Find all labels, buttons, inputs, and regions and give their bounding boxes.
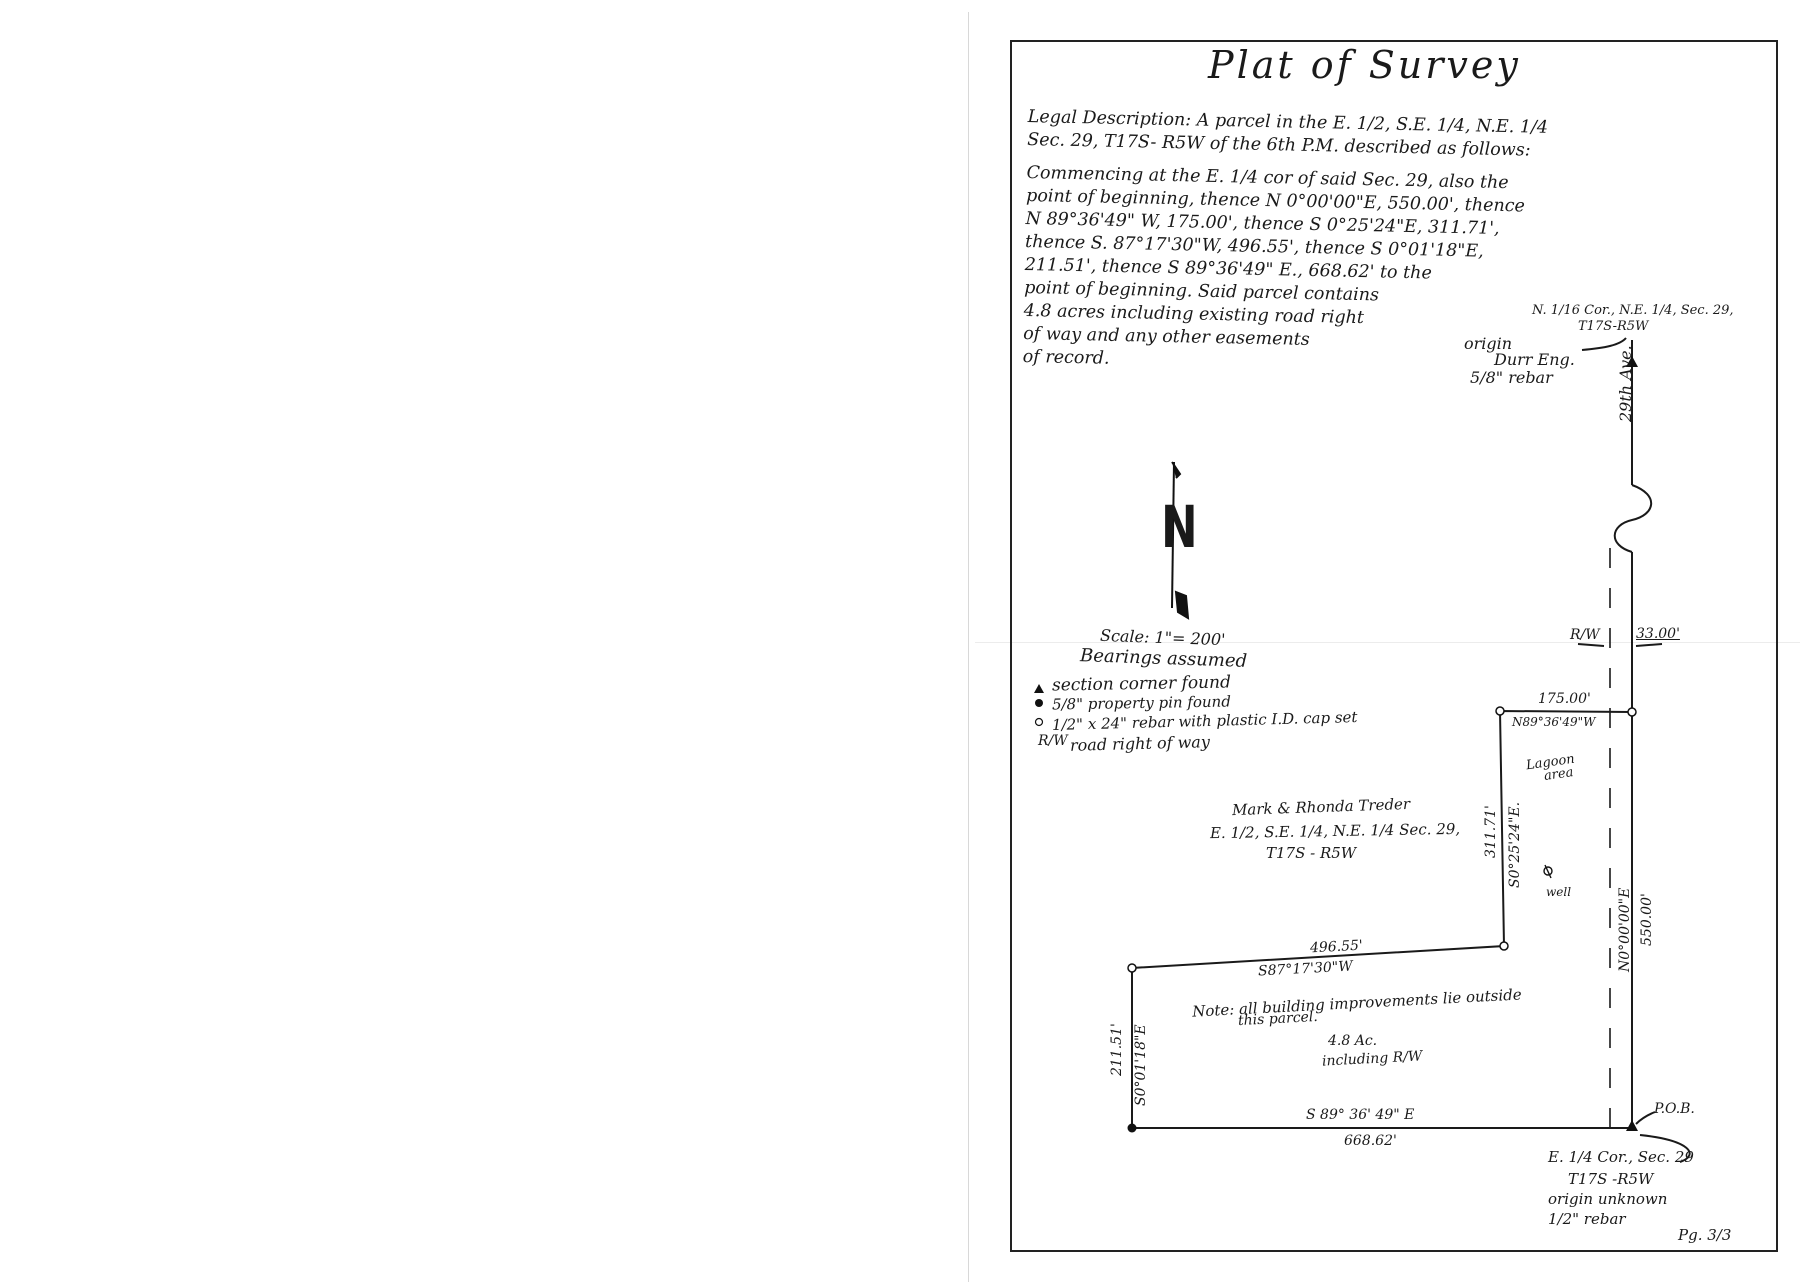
- jog-corner-pin: [1499, 941, 1509, 951]
- plat-border: [1010, 40, 1778, 1252]
- west-course-distance: 211.51': [1109, 1023, 1125, 1076]
- ne-corner-township: T17S-R5W: [1578, 319, 1649, 334]
- jog-course-distance: 311.71': [1483, 805, 1499, 858]
- fold-line: [975, 642, 1800, 643]
- legend-triangle-icon: [1034, 684, 1044, 693]
- road-name: 29th Ave.: [1616, 345, 1635, 422]
- origin-leader: [1581, 337, 1627, 351]
- owner-parcel: E. 1/2, S.E. 1/4, N.E. 1/4 Sec. 29,: [1209, 819, 1461, 843]
- area-acres: 4.8 Ac.: [1328, 1033, 1378, 1049]
- north-arrow: [1171, 461, 1190, 620]
- page-edge: [968, 12, 969, 1282]
- well-label: well: [1546, 885, 1572, 899]
- legend-section-corner: section corner found: [1051, 672, 1232, 696]
- ne-corner-pin: [1627, 707, 1637, 717]
- se-corner-rebar: 1/2" rebar: [1548, 1210, 1626, 1228]
- nw-jog-pin: [1495, 706, 1505, 716]
- rw-label: R/W: [1570, 627, 1600, 643]
- ne-corner-origin: origin: [1464, 334, 1513, 353]
- se-corner-origin: origin unknown: [1548, 1190, 1668, 1208]
- owner-township: T17S - R5W: [1266, 844, 1357, 862]
- scale-label: Scale: 1"= 200': [1099, 625, 1226, 650]
- legend-road-right-of-way: road right of way: [1069, 732, 1211, 755]
- plat-title: Plat of Survey: [1208, 43, 1521, 87]
- se-corner-leader: [1639, 1134, 1691, 1163]
- north-course-bearing: N89°36'49"W: [1512, 715, 1596, 729]
- jog-course-bearing: S0°25'24"E.: [1507, 801, 1523, 888]
- north-course-distance: 175.00': [1538, 691, 1591, 707]
- ne-section-corner-triangle: [1626, 356, 1638, 367]
- se-corner-township: T17S -R5W: [1568, 1170, 1654, 1188]
- legend-property-pin: 5/8" property pin found: [1051, 692, 1232, 714]
- se-corner-label: E. 1/4 Cor., Sec. 29: [1548, 1148, 1694, 1166]
- rw-arrow: [1577, 643, 1605, 647]
- pob-leader: [1635, 1111, 1656, 1125]
- rw-width-arrow: [1635, 643, 1663, 647]
- rw-width: 33.00': [1636, 626, 1680, 642]
- lagoon-label-area: area: [1543, 765, 1575, 784]
- se-section-corner-triangle: [1626, 1120, 1638, 1131]
- sw-property-pin: [1127, 1123, 1137, 1133]
- note-line-2: this parcel.: [1237, 1008, 1319, 1030]
- west-course-bearing: S0°01'18"E: [1133, 1024, 1149, 1106]
- south-course-bearing: S 89° 36' 49" E: [1306, 1107, 1415, 1123]
- survey-sheet: [975, 10, 1800, 1284]
- north-letter: N: [1161, 493, 1198, 561]
- well-icon: [1543, 864, 1553, 879]
- legend-filled-circle-icon: [1035, 699, 1043, 707]
- road-break-symbol: [1613, 484, 1653, 553]
- nw-corner-pin: [1127, 963, 1137, 973]
- ne-corner-origin-by: Durr Eng.: [1494, 350, 1575, 369]
- south-course-distance: 668.62': [1344, 1133, 1397, 1149]
- middle-course-distance: 496.55': [1309, 937, 1364, 957]
- blank-left-page: [0, 0, 968, 1284]
- legend-open-circle-icon: [1034, 717, 1044, 727]
- ne-corner-rebar: 5/8" rebar: [1470, 368, 1553, 387]
- legend-rw-symbol: R/W: [1038, 733, 1068, 749]
- page-number: Pg. 3/3: [1678, 1226, 1732, 1244]
- ne-corner-label: N. 1/16 Cor., N.E. 1/4, Sec. 29,: [1532, 303, 1734, 318]
- east-course-distance: 550.00': [1639, 893, 1655, 946]
- east-course-bearing: N0°00'00"E: [1617, 887, 1633, 972]
- pob-label: P.O.B.: [1654, 1101, 1695, 1117]
